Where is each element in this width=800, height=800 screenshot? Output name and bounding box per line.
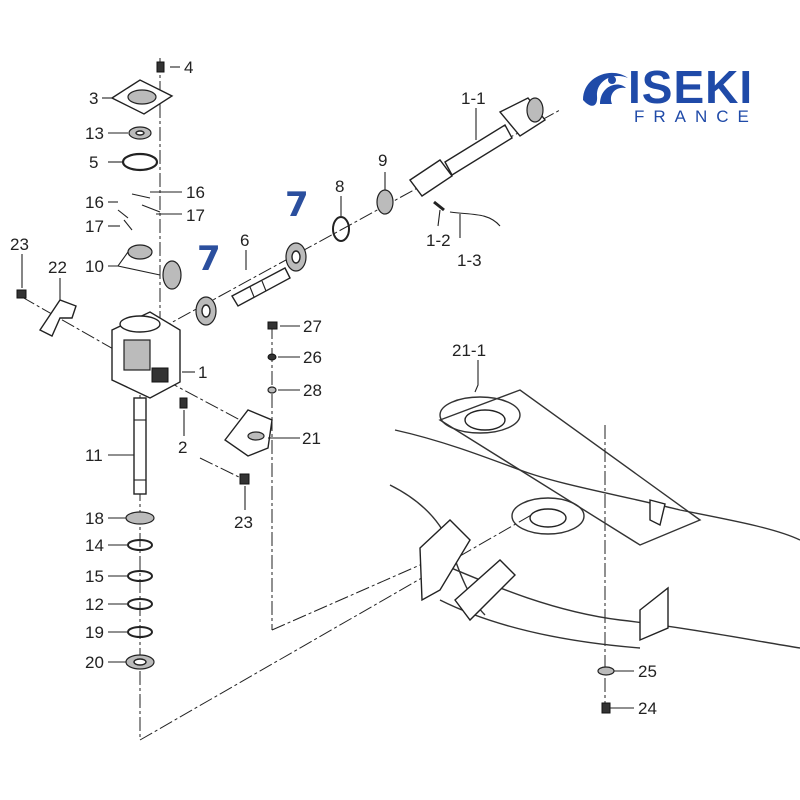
part-1-housing bbox=[111, 311, 181, 399]
logo-brand: ISEKI bbox=[628, 61, 753, 113]
part-10-gears bbox=[127, 244, 182, 290]
part-18-bearing bbox=[125, 511, 155, 525]
label-28: 28 bbox=[303, 381, 322, 400]
part-3-cover bbox=[110, 79, 174, 115]
part-6-input-shaft bbox=[231, 267, 291, 307]
label-7-lower: 7 bbox=[197, 239, 221, 279]
label-1-2: 1-2 bbox=[426, 231, 451, 250]
part-7-bearing-lower bbox=[195, 296, 217, 326]
part-4-bolt bbox=[156, 61, 165, 73]
label-10: 10 bbox=[85, 257, 104, 276]
label-1-1: 1-1 bbox=[461, 89, 486, 108]
part-20-seal bbox=[125, 654, 155, 670]
label-4: 4 bbox=[184, 58, 193, 77]
part-1-2-key bbox=[433, 200, 445, 212]
label-21-1: 21-1 bbox=[452, 341, 486, 360]
label-16a: 16 bbox=[85, 193, 104, 212]
label-7-upper: 7 bbox=[285, 185, 309, 225]
part-7-bearing-upper bbox=[285, 242, 307, 272]
part-16-17-pins bbox=[117, 193, 161, 231]
label-20: 20 bbox=[85, 653, 104, 672]
label-14: 14 bbox=[85, 536, 104, 555]
logo-sub: FRANCE bbox=[634, 107, 758, 126]
mower-frame bbox=[389, 389, 800, 649]
part-23-nut-bottom bbox=[239, 473, 250, 485]
label-27: 27 bbox=[303, 317, 322, 336]
part-22-bracket bbox=[38, 299, 77, 337]
part-1-1-driveshaft bbox=[408, 97, 547, 197]
part-5-oring bbox=[121, 152, 159, 172]
label-3: 3 bbox=[89, 89, 98, 108]
label-2: 2 bbox=[178, 438, 187, 457]
label-6: 6 bbox=[240, 231, 249, 250]
parts-rings bbox=[127, 539, 153, 638]
label-15: 15 bbox=[85, 567, 104, 586]
label-23b: 23 bbox=[234, 513, 253, 532]
label-11: 11 bbox=[85, 446, 103, 465]
part-11-shaft bbox=[133, 397, 147, 495]
part-21-bracket bbox=[223, 409, 273, 457]
label-23a: 23 bbox=[10, 235, 29, 254]
label-16b: 16 bbox=[186, 183, 205, 202]
part-2-bolt bbox=[179, 397, 188, 409]
part-1-3-wire bbox=[449, 211, 501, 227]
leader-lines bbox=[21, 66, 634, 709]
part-13-bearing bbox=[128, 126, 152, 140]
label-12: 12 bbox=[85, 595, 104, 614]
label-25: 25 bbox=[638, 662, 657, 681]
part-9-seal bbox=[376, 189, 394, 215]
parts-27-26-28 bbox=[267, 321, 278, 394]
label-17b: 17 bbox=[186, 206, 205, 225]
label-24: 24 bbox=[638, 699, 657, 718]
label-21: 21 bbox=[302, 429, 321, 448]
part-8-circlip bbox=[332, 216, 350, 242]
label-8: 8 bbox=[335, 177, 344, 196]
label-13: 13 bbox=[85, 124, 104, 143]
label-22: 22 bbox=[48, 258, 67, 277]
label-26: 26 bbox=[303, 348, 322, 367]
label-9: 9 bbox=[378, 151, 387, 170]
label-1: 1 bbox=[198, 363, 207, 382]
label-17a: 17 bbox=[85, 217, 104, 236]
label-19: 19 bbox=[85, 623, 104, 642]
label-18: 18 bbox=[85, 509, 104, 528]
iseki-logo: ISEKI FRANCE bbox=[583, 61, 758, 126]
part-23-nut-left bbox=[16, 289, 27, 299]
iseki-emblem-icon bbox=[583, 72, 628, 106]
parts-25-24 bbox=[597, 666, 615, 714]
label-1-3: 1-3 bbox=[457, 251, 482, 270]
label-5: 5 bbox=[89, 153, 98, 172]
part-labels: 4 3 13 5 16 16 17 17 10 23 22 1 2 11 21 … bbox=[10, 58, 657, 718]
